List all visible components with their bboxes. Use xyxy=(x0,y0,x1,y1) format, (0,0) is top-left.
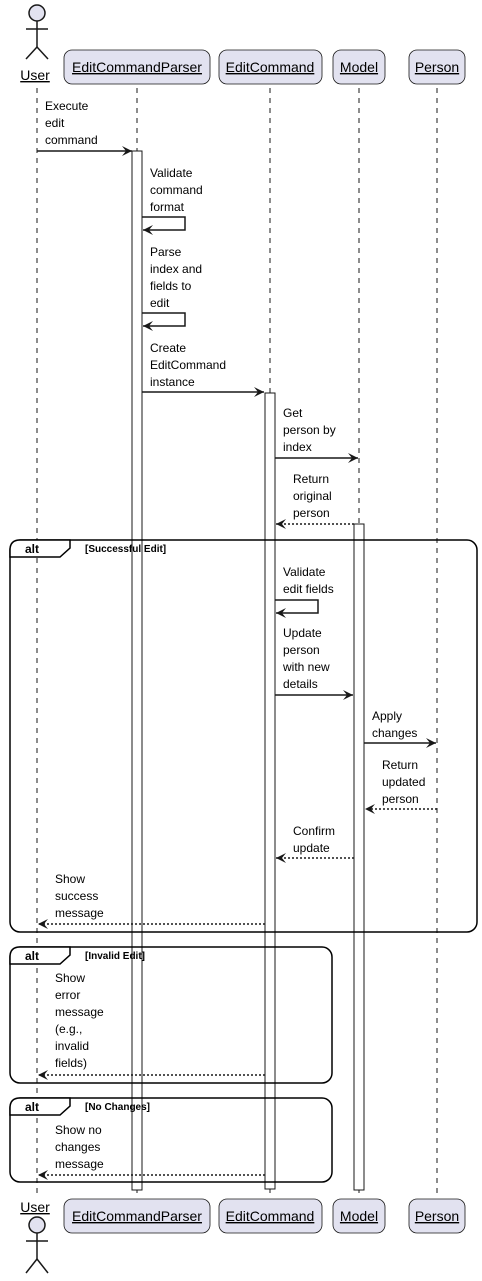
lifelines xyxy=(36,88,438,1195)
participant-model-label: Model xyxy=(340,1208,378,1224)
participant-parser-label: EditCommandParser xyxy=(72,59,202,75)
participant-command-label: EditCommand xyxy=(226,1208,315,1224)
participant-person-top: Person xyxy=(408,49,466,85)
participant-model-top: Model xyxy=(332,49,386,85)
participant-model-label: Model xyxy=(340,59,378,75)
actor-user-bottom: User xyxy=(20,1199,50,1274)
activation-model xyxy=(353,523,365,1191)
alt-guard: [Invalid Edit] xyxy=(85,951,145,962)
actor-user-top: User xyxy=(20,4,50,83)
participant-person-label: Person xyxy=(415,1208,459,1224)
activations xyxy=(131,150,365,1191)
alt-fragment-invalid: alt [Invalid Edit] xyxy=(9,946,333,1084)
actor-icon xyxy=(25,1216,49,1274)
participant-command-label: EditCommand xyxy=(226,59,315,75)
participant-model-bottom: Model xyxy=(332,1198,386,1234)
participant-command-top: EditCommand xyxy=(218,49,323,85)
alt-keyword: alt xyxy=(25,949,39,963)
alt-keyword: alt xyxy=(25,542,39,556)
activation-parser xyxy=(131,150,143,1191)
participant-user-label: User xyxy=(20,1199,50,1215)
participant-person-bottom: Person xyxy=(408,1198,466,1234)
alt-fragment-nochanges: alt [No Changes] xyxy=(9,1097,333,1183)
participant-parser-label: EditCommandParser xyxy=(72,1208,202,1224)
participant-person-label: Person xyxy=(415,59,459,75)
alt-keyword: alt xyxy=(25,1100,39,1114)
alt-fragment-successful: alt [Successful Edit] xyxy=(9,539,478,933)
participant-user-label: User xyxy=(20,67,50,83)
alt-guard: [Successful Edit] xyxy=(85,544,166,555)
actor-icon xyxy=(25,4,49,60)
participant-parser-top: EditCommandParser xyxy=(63,49,211,85)
activation-command xyxy=(264,392,276,1190)
participant-command-bottom: EditCommand xyxy=(218,1198,323,1234)
alt-guard: [No Changes] xyxy=(85,1102,150,1113)
participant-parser-bottom: EditCommandParser xyxy=(63,1198,211,1234)
